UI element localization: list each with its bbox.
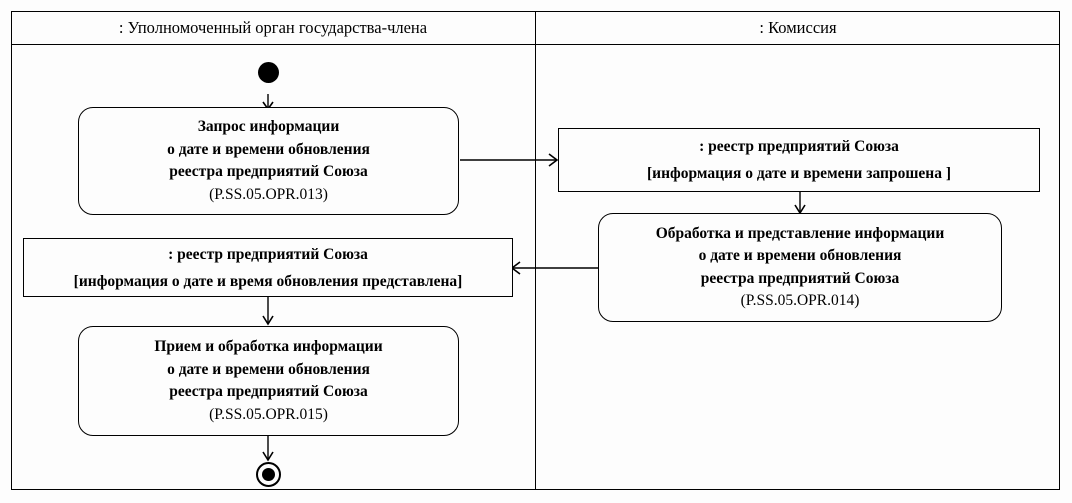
activity-line: реестра предприятий Союза [700,269,900,287]
activity-line: о дате и времени обновления [167,140,370,158]
activity-code: (P.SS.05.OPR.014) [740,292,860,309]
activity-code: (P.SS.05.OPR.013) [209,185,328,203]
activity-code: (P.SS.05.OPR.015) [209,405,328,423]
activity-node-request-information[interactable]: Запрос информации о дате и времени обнов… [78,107,459,215]
activity-line: реестра предприятий Союза [169,383,368,400]
edge-object-requested-to-activity-014 [790,191,810,215]
object-node-registry-information-provided[interactable]: : реестр предприятий Союза [информация о… [23,238,513,297]
swimlane-vertical-divider [535,11,536,490]
object-node-registry-information-requested[interactable]: : реестр предприятий Союза [информация о… [558,128,1040,192]
edge-activity-015-to-end [258,436,278,462]
final-node[interactable] [256,462,281,487]
activity-line: о дате и времени обновления [167,360,370,378]
object-state: [информация о дате и время обновления пр… [73,272,463,290]
edge-activity-014-to-object-provided [510,258,602,278]
initial-node[interactable] [258,62,279,83]
activity-node-process-and-provide-information[interactable]: Обработка и представление информации о д… [598,213,1002,322]
activity-line: Обработка и представление информации [655,224,945,242]
activity-node-receive-and-process-information[interactable]: Прием и обработка информации о дате и вр… [78,326,459,436]
edge-activity-013-to-object-requested [460,150,562,170]
edge-object-provided-to-activity-015 [258,296,278,326]
activity-line: реестра предприятий Союза [169,163,368,180]
swimlane-header-commission: : Комиссия [759,18,837,37]
object-title: : реестр предприятий Союза [168,245,368,263]
activity-line: Прием и обработка информации [154,338,383,355]
activity-line: о дате и времени обновления [698,247,902,264]
swimlane-header-member-state-body: : Уполномоченный орган государства-члена [118,18,428,37]
activity-line: Запрос информации [197,118,340,135]
object-state: [информация о дате и времени запрошена ] [647,165,951,182]
object-title: : реестр предприятий Союза [699,138,899,155]
